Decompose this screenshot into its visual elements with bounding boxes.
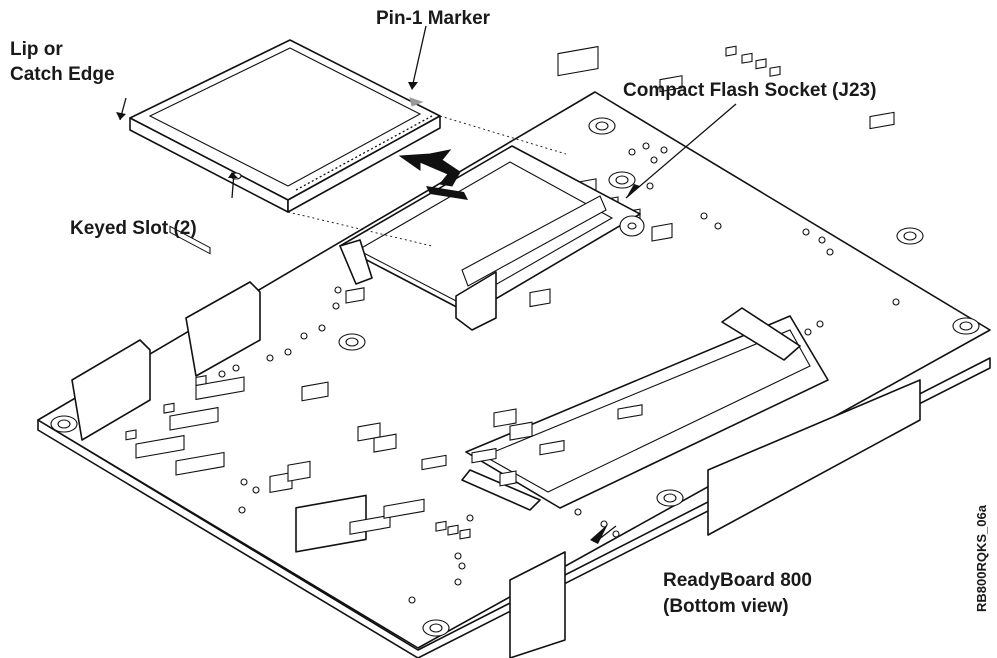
insertion-arrow xyxy=(398,149,468,200)
label-pin-1-marker: Pin-1 Marker xyxy=(376,8,491,29)
mounting-hole xyxy=(896,227,924,245)
label-lip-or-catch-edge-line2: Catch Edge xyxy=(10,64,115,85)
mounting-hole xyxy=(588,117,616,135)
mounting-hole xyxy=(338,333,366,351)
label-keyed-slot: Keyed Slot (2) xyxy=(70,218,197,239)
mounting-hole xyxy=(952,317,980,335)
label-readyboard-800-line2: (Bottom view) xyxy=(663,596,789,617)
pin-1-marker xyxy=(409,97,424,107)
compact-flash-socket xyxy=(339,145,645,331)
sodimm-socket xyxy=(461,307,829,511)
mounting-hole xyxy=(608,171,636,189)
label-compact-flash-socket: Compact Flash Socket (J23) xyxy=(623,80,876,101)
compact-flash-card xyxy=(129,39,441,255)
readyboard-800 xyxy=(37,45,991,658)
figure-id: RB800RQKS_06a xyxy=(974,504,989,612)
mounting-hole xyxy=(656,489,684,507)
label-readyboard-800-line1: ReadyBoard 800 xyxy=(663,570,812,591)
mounting-hole xyxy=(422,619,450,637)
mounting-hole xyxy=(50,415,78,433)
label-lip-or-catch-edge-line1: Lip or xyxy=(10,39,63,60)
